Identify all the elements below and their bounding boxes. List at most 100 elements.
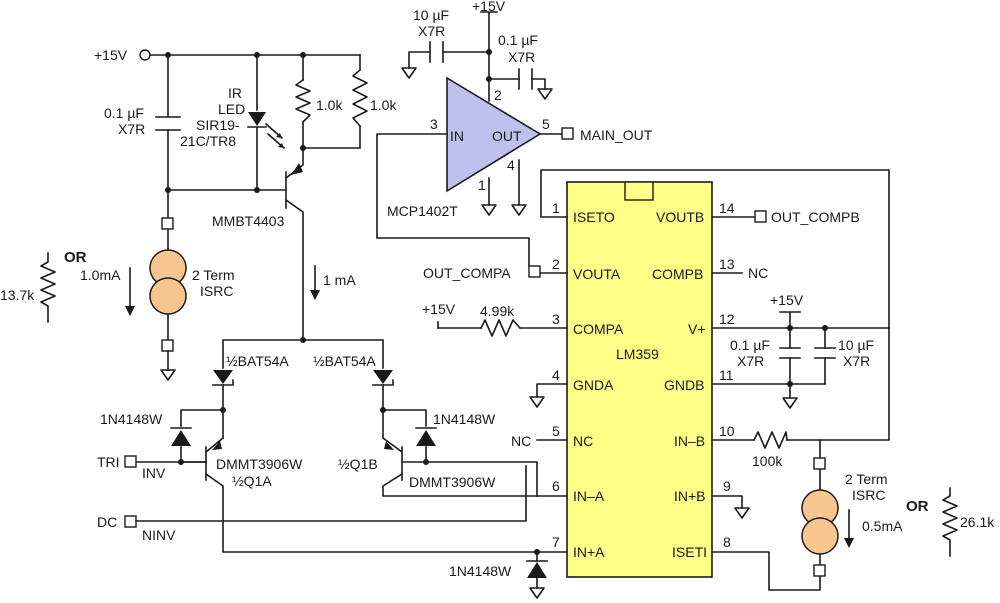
- ic-pin-number: 5: [552, 423, 560, 439]
- ic-pin-name: V+: [688, 321, 706, 337]
- ic-pin-name: IN–B: [674, 433, 705, 449]
- ic-pin-number: 9: [723, 478, 731, 494]
- resistor-13k7-icon: [40, 252, 56, 323]
- out-compa-terminal[interactable]: [528, 265, 541, 278]
- tri-terminal[interactable]: [124, 455, 137, 468]
- isrc-right-top-terminal: [813, 457, 826, 470]
- vcc-right-label: +15V: [770, 292, 804, 308]
- net-dc-label: DC: [97, 514, 117, 530]
- ic-pin-name: COMPA: [573, 321, 624, 337]
- bat-right-label: ½BAT54A: [313, 353, 376, 369]
- cap-r1-type: X7R: [737, 353, 764, 369]
- ic-pin-name: VOUTB: [656, 209, 704, 225]
- opamp-part-label: MCP1402T: [387, 203, 458, 219]
- ground-icon: [734, 507, 750, 519]
- diff-pair-section: ½BAT54A ½BAT54A 1N4148W TRI INV DMMT3906…: [97, 337, 548, 599]
- out-compb-label: OUT_COMPB: [771, 209, 860, 225]
- diode-left-label: 1N4148W: [100, 411, 163, 427]
- cap-top-right-plates: [518, 68, 533, 90]
- net-inv-label: INV: [142, 465, 166, 481]
- cap-top-left-plates: [429, 41, 444, 63]
- cap-r2-type: X7R: [843, 353, 870, 369]
- cap-r1-value: 0.1 µF: [730, 337, 770, 353]
- ground-icon: [529, 396, 545, 408]
- diode-1n4148w-left-icon: [171, 430, 191, 446]
- opamp-pin-5: 5: [542, 116, 550, 132]
- cap-r1-plates: [779, 347, 801, 359]
- nc-right-label: NC: [748, 265, 768, 281]
- ic-pin-number: 1: [552, 200, 560, 216]
- ic-pin-number: 4: [552, 367, 560, 383]
- net-ninv-label: NINV: [142, 527, 176, 543]
- ground-icon: [481, 204, 497, 216]
- opamp-pin-2: 2: [494, 87, 502, 103]
- or-left-label: OR: [64, 249, 87, 266]
- ic-pin-number: 2: [552, 256, 560, 272]
- arrow-down-icon: [125, 306, 135, 316]
- pnp-label: MMBT4403: [212, 213, 285, 229]
- cap-left-plates: [155, 116, 181, 131]
- opamp-section: +15V 10 µF X7R 0.1 µF X7R IN OUT 2 3 5 4…: [376, 0, 653, 267]
- bat-right-diode-icon: [373, 370, 393, 384]
- resistor-100k-label: 100k: [752, 453, 783, 469]
- cap-top-right-type: X7R: [508, 49, 535, 65]
- ic-pin-name: GNDA: [573, 377, 614, 393]
- ic-pin-number: 13: [719, 256, 735, 272]
- cap-top-right-value: 0.1 µF: [498, 32, 538, 48]
- q1b-transistor-icon: [381, 436, 538, 497]
- bat-split-wire: [222, 339, 384, 369]
- resistor-1k-a-icon: [295, 78, 311, 124]
- cap-r2-plates: [814, 347, 836, 359]
- ic-pin-name: IN+A: [573, 544, 605, 560]
- main-out-label: MAIN_OUT: [580, 127, 653, 143]
- q1a-transistor-icon: [204, 436, 538, 553]
- resistor-13k7-label: 13.7k: [0, 287, 35, 303]
- ir-led-icon: [248, 112, 266, 126]
- resistor-1k-b-icon: [352, 68, 368, 128]
- resistor-4k99-icon: [479, 319, 522, 337]
- resistor-100k-icon: [752, 431, 788, 449]
- dc-terminal[interactable]: [124, 515, 137, 528]
- ic-pin-name: IN+B: [674, 488, 706, 504]
- out-compa-label: OUT_COMPA: [423, 265, 511, 281]
- cap-top-left-value: 10 µF: [413, 7, 449, 23]
- ic-part-label: LM359: [616, 346, 659, 362]
- opamp-in-label: IN: [450, 128, 464, 144]
- opamp-pin-3: 3: [430, 116, 438, 132]
- nc-left-label: NC: [511, 433, 531, 449]
- ic-pin-number: 7: [552, 534, 560, 550]
- iseto-feedback-wire: [540, 169, 890, 441]
- ic-pin-name: VOUTA: [573, 266, 621, 282]
- q1b-part-label: DMMT3906W: [409, 474, 496, 490]
- bat-left-diode-icon: [213, 370, 233, 384]
- cap-r2-value: 10 µF: [838, 337, 874, 353]
- isrc-left-top-terminal: [161, 217, 174, 230]
- ic-pin-name: GNDB: [664, 377, 704, 393]
- ic-pin-name: COMPB: [652, 266, 703, 282]
- current-1ma-label: 1 mA: [323, 272, 356, 288]
- ic-pin-number: 12: [719, 311, 735, 327]
- isrc-right-current: 0.5mA: [862, 518, 903, 534]
- q1b-ref-label: ½Q1B: [338, 456, 378, 472]
- bat-left-label: ½BAT54A: [226, 353, 289, 369]
- q1a-ref-label: ½Q1A: [232, 473, 272, 489]
- resistor-1k-a-label: 1.0k: [316, 97, 343, 113]
- out-compb-terminal[interactable]: [754, 210, 767, 223]
- lm359-section: LM359 ISETO VOUTA COMPA GNDA NC IN–A IN+…: [422, 169, 995, 591]
- opamp-pin-1: 1: [478, 177, 486, 193]
- ic-pin-name: NC: [573, 433, 593, 449]
- arrow-1ma-icon: [310, 290, 320, 300]
- cap-left-type: X7R: [118, 121, 145, 137]
- ground-icon: [529, 587, 545, 599]
- isrc-left-label-2: ISRC: [200, 283, 233, 299]
- main-out-terminal[interactable]: [561, 127, 574, 140]
- diode-1n4148w-bottom-icon: [527, 562, 547, 578]
- led-label-3: SIR19-: [196, 117, 240, 133]
- pnp-transistor-icon: [284, 147, 304, 341]
- iseti-wire: [711, 551, 821, 591]
- resistor-26k1-label: 26.1k: [960, 514, 995, 530]
- isrc-left-current: 1.0mA: [80, 267, 121, 283]
- vcc-left-label: +15V: [94, 47, 128, 63]
- resistor-1k-b-label: 1.0k: [370, 97, 397, 113]
- ic-pin-number: 3: [552, 311, 560, 327]
